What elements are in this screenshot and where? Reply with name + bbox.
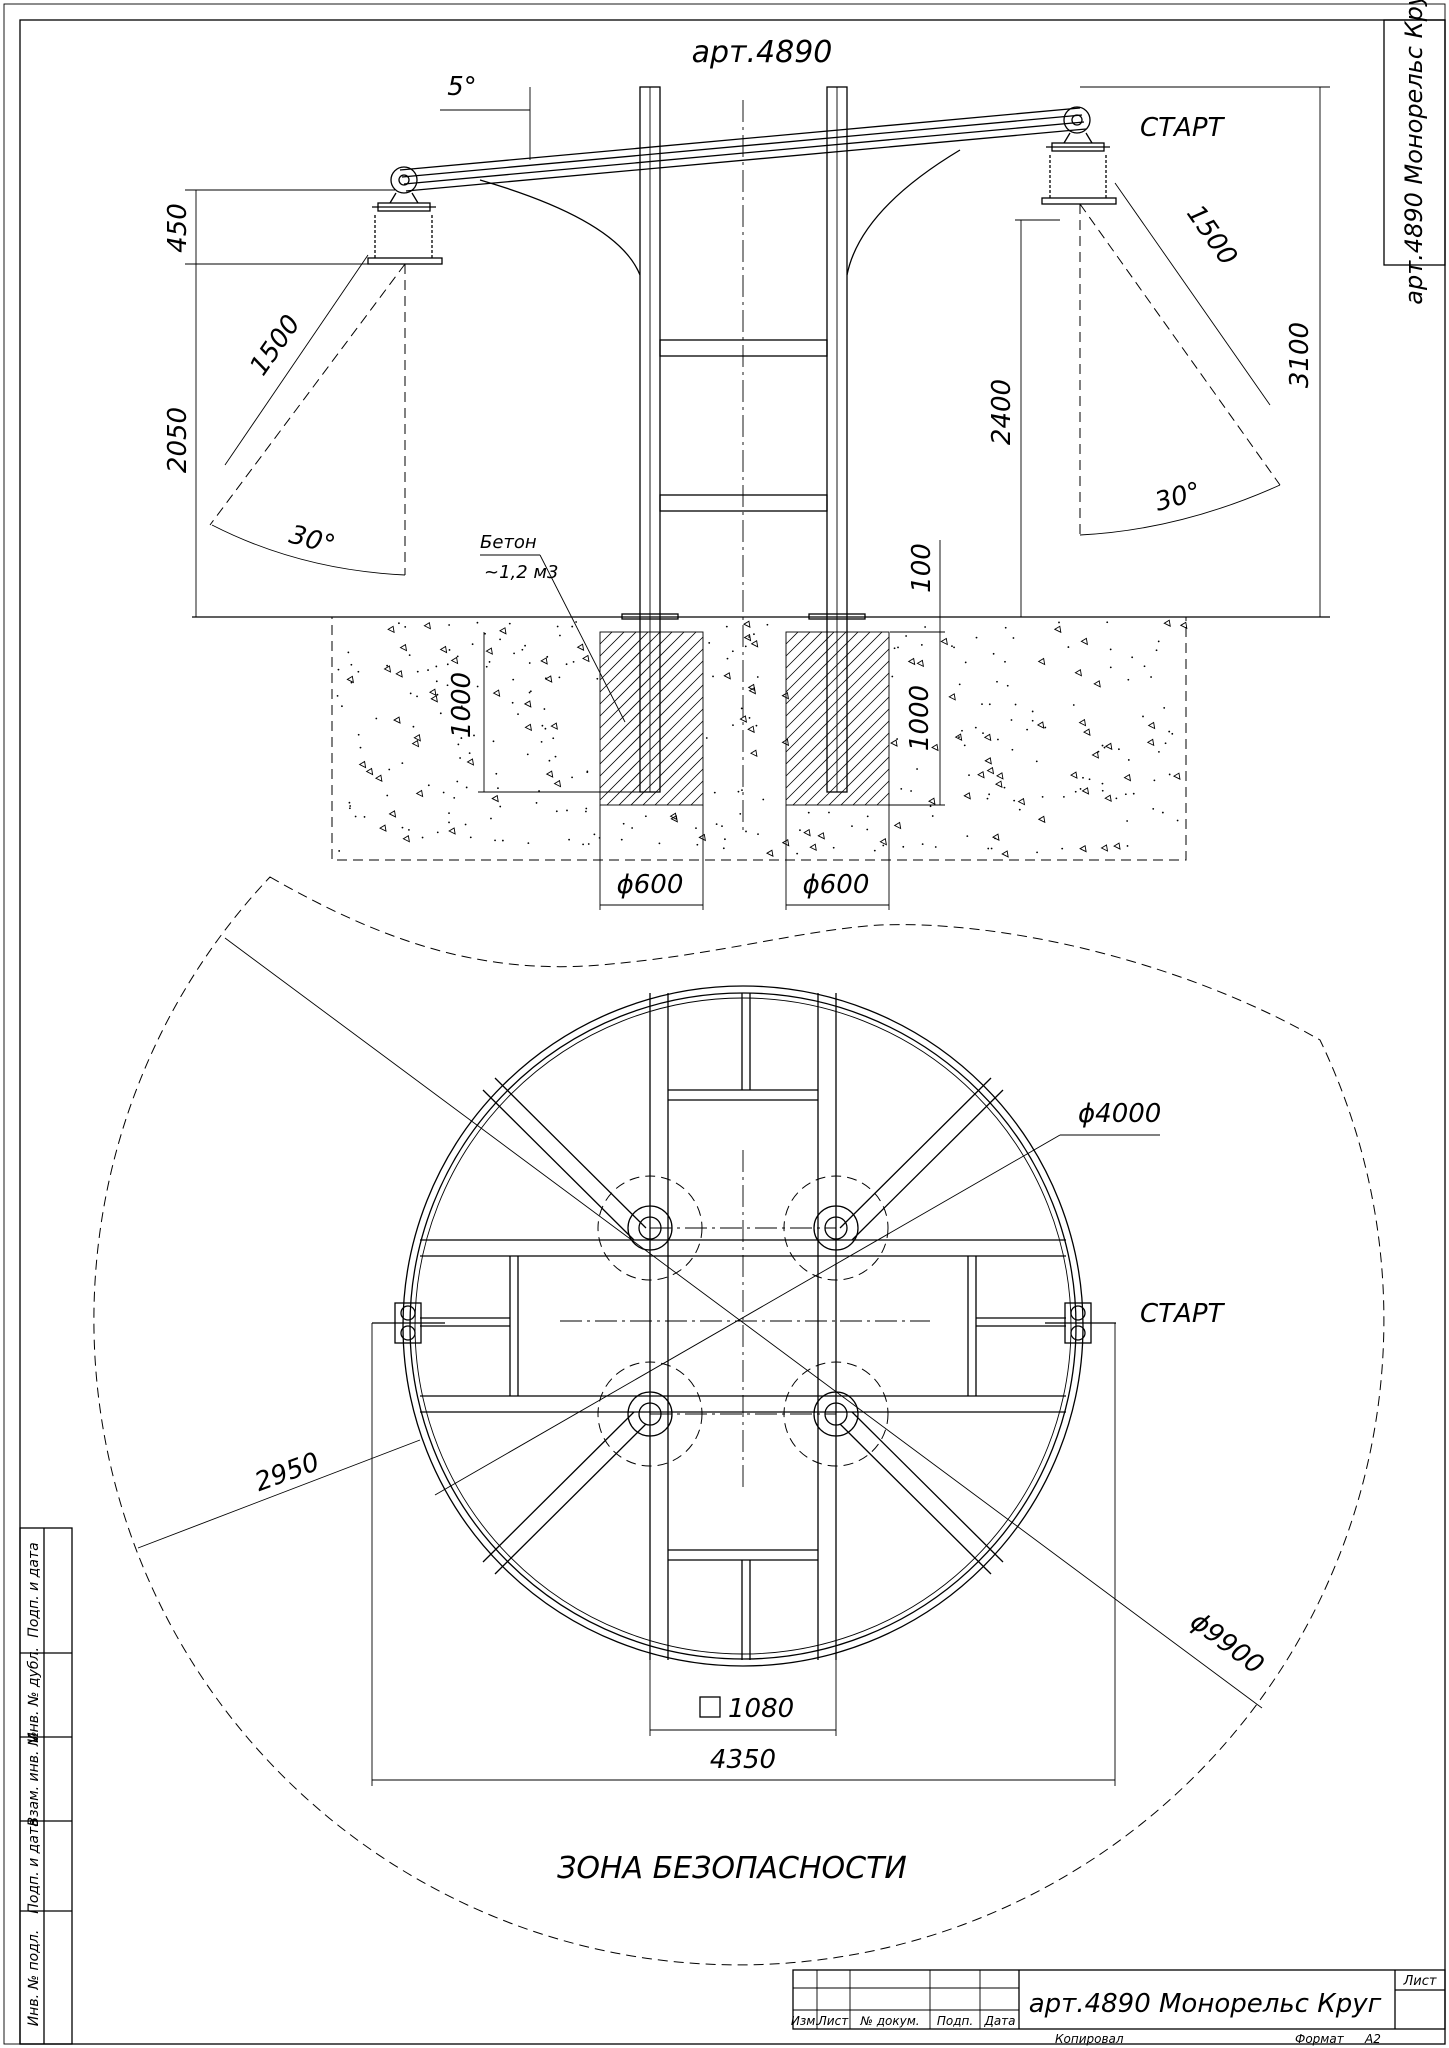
tb-dokum: № докум.	[859, 2014, 919, 2028]
concrete-leader	[539, 554, 626, 723]
right-post	[826, 86, 848, 793]
right-swing-30deg	[1079, 203, 1281, 486]
dim-1000-right: 1000	[905, 685, 935, 751]
dim-2050: 2050	[163, 407, 193, 473]
title-block: Изм. Лист № докум. Подп. Дата арт.4890 М…	[791, 1969, 1446, 2046]
right-trolley	[1041, 106, 1117, 205]
left-30deg-arc	[211, 524, 406, 576]
dim-100: 100	[907, 543, 937, 593]
square-symbol	[699, 1696, 721, 1718]
tb-copied: Копировал	[1055, 2032, 1124, 2046]
dim-2400: 2400	[987, 379, 1017, 445]
tb-format-label: Формат	[1295, 2032, 1345, 2046]
phi4000-dimline	[434, 1134, 1061, 1496]
dim-phi4000: ϕ4000	[1078, 1099, 1161, 1129]
front-view: 1500 30° 1500 30° 5° СТАРТ 450 2050 2400…	[163, 72, 1330, 910]
tb-list: Лист	[817, 2014, 849, 2028]
dim-3100: 3100	[1285, 322, 1315, 388]
dim-line-2950	[137, 1439, 421, 1549]
left-swing-30deg	[209, 263, 406, 526]
tb-format-value: А2	[1364, 2032, 1381, 2046]
stamp-podp-data-2: Подп. и дата	[26, 1542, 42, 1637]
left-1500-dimline	[224, 254, 369, 466]
tb-name: арт.4890 Монорельс Круг	[1029, 1989, 1382, 2019]
side-title-box	[1383, 19, 1446, 266]
right-base-plate	[808, 613, 866, 620]
stamp-inv-podl: Инв. № подл.	[26, 1930, 42, 2027]
safety-zone-outline	[93, 876, 1385, 1966]
ring-outer	[402, 985, 1084, 1667]
cross-bars	[659, 339, 828, 512]
angle-5: 5°	[447, 72, 477, 102]
ring-inner	[414, 997, 1072, 1655]
side-stamp: Инв. № подл. Подп. и дата Взам. инв. № И…	[19, 1527, 73, 2045]
dim-1500-left: 1500	[244, 310, 307, 381]
outer-frame	[3, 3, 1446, 2045]
dim-450: 450	[163, 203, 193, 253]
dim-phi600-right: ϕ600	[803, 870, 870, 900]
tb-data: Дата	[983, 2014, 1015, 2028]
diagonal-spokes	[482, 1077, 1004, 1575]
right-30deg-arc	[1079, 484, 1281, 536]
monorail-beam	[399, 107, 1087, 192]
safety-zone-label: ЗОНА БЕЗОПАСНОСТИ	[557, 1851, 907, 1886]
dim-30-left: 30°	[286, 520, 338, 561]
right-footing	[785, 631, 890, 806]
right-gusset	[846, 149, 961, 276]
dim-phi600-left: ϕ600	[617, 870, 684, 900]
start-label-top: СТАРТ	[1140, 113, 1226, 143]
side-title: арт.4890 Монорельс Круг	[1400, 0, 1428, 305]
plan-trolley-left	[372, 1302, 445, 1344]
stamp-vzam-inv: Взам. инв. №	[26, 1731, 42, 1826]
dim-1000-left: 1000	[447, 672, 477, 738]
right-1500-dimline	[1114, 182, 1271, 406]
stamp-inv-dubl: Инв. № дубл.	[26, 1647, 42, 1743]
left-footing	[599, 631, 704, 806]
tb-izm: Изм.	[791, 2014, 819, 2028]
dim-2950: 2950	[251, 1447, 323, 1498]
tb-podp: Подп.	[937, 2014, 973, 2028]
concrete-label: Бетон	[480, 532, 537, 553]
plan-trolley-right	[1045, 1302, 1116, 1344]
drawing-title: арт.4890	[692, 35, 833, 70]
dim-1500-right: 1500	[1180, 200, 1243, 271]
concrete-zone	[331, 616, 1187, 861]
start-label-plan: СТАРТ	[1140, 1299, 1226, 1329]
phi9900-dimline	[224, 937, 1263, 1709]
plan-view: СТАРТ ϕ4000 ϕ9900 2950 1080 4350 ЗОНА БЕ…	[93, 876, 1385, 1966]
left-base-plate	[621, 613, 679, 620]
dim-1080: 1080	[728, 1694, 794, 1724]
inner-frame	[19, 19, 1446, 2045]
tb-sheet-label: Лист	[1403, 1974, 1437, 1989]
dim-phi9900: ϕ9900	[1185, 1607, 1270, 1681]
left-gusset	[479, 179, 641, 276]
dim-4350: 4350	[710, 1745, 776, 1775]
dim-30-right: 30°	[1152, 477, 1204, 518]
left-post	[639, 86, 661, 793]
left-trolley	[367, 166, 443, 265]
concrete-volume: ~1,2 м3	[484, 562, 558, 583]
concrete-speckle	[336, 619, 1188, 858]
stamp-podp-data-1: Подп. и дата	[26, 1818, 42, 1913]
